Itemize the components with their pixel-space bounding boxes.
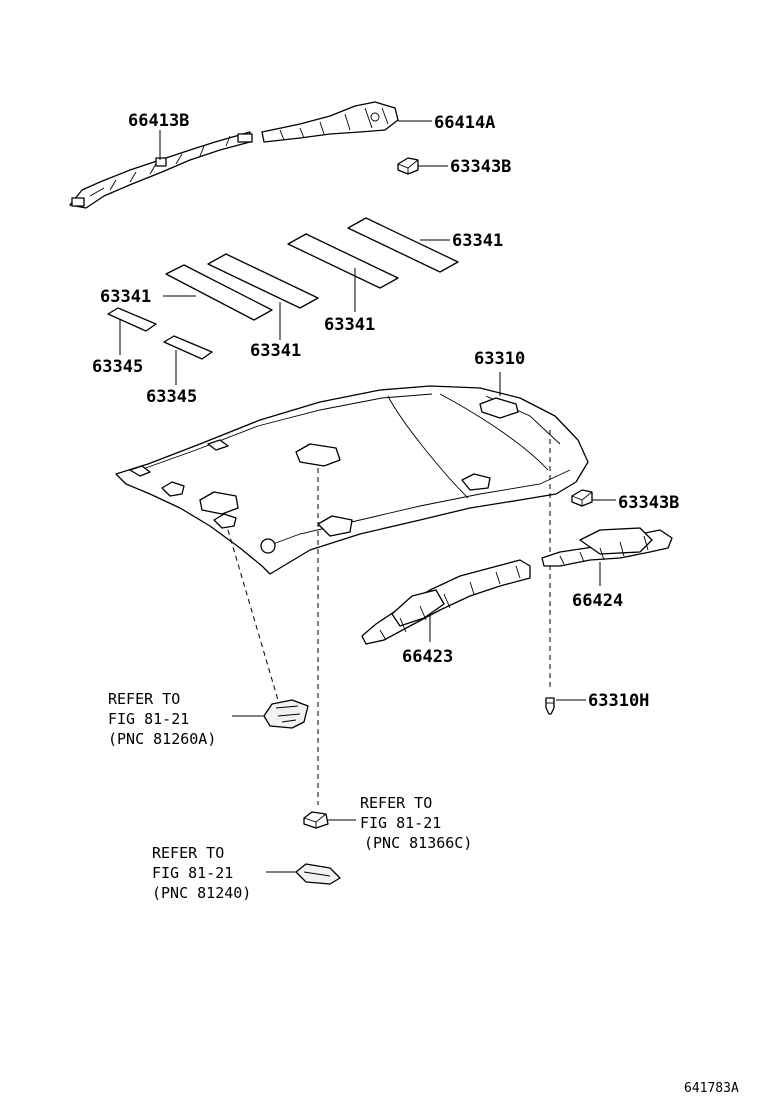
label-66414A: 66414A <box>434 113 495 133</box>
label-63341-a: 63341 <box>452 231 503 251</box>
label-63345-a: 63345 <box>92 357 143 377</box>
refer-line: REFER TO <box>108 690 180 708</box>
refer-line: (PNC 81366C) <box>364 834 472 852</box>
refer-line: REFER TO <box>360 794 432 812</box>
refer-line: FIG 81-21 <box>152 864 233 882</box>
label-63341-c: 63341 <box>324 315 375 335</box>
refer-line: (PNC 81240) <box>152 884 251 902</box>
lamp-81366C <box>303 811 329 829</box>
clip-63343B-top <box>397 157 419 175</box>
label-63310: 63310 <box>474 349 525 369</box>
clip-63343B-right <box>571 489 593 507</box>
refer-line: FIG 81-21 <box>108 710 189 728</box>
room-lamp-81260A <box>263 699 309 729</box>
label-63345-b: 63345 <box>146 387 197 407</box>
pad-63341-2 <box>287 233 399 289</box>
label-63341-b: 63341 <box>100 287 151 307</box>
pad-63341-4 <box>165 264 273 321</box>
refer-note-81260A: REFER TO FIG 81-21 (PNC 81260A) <box>108 690 216 748</box>
map-lamp-81240 <box>295 863 341 885</box>
pad-63341-3 <box>207 253 319 309</box>
refer-line: FIG 81-21 <box>360 814 441 832</box>
headliner-63310 <box>115 385 589 575</box>
screw-63310H <box>545 697 555 715</box>
refer-note-81240: REFER TO FIG 81-21 (PNC 81240) <box>152 844 251 902</box>
pad-63345-2 <box>163 335 213 360</box>
roof-rail-66414A <box>261 101 399 143</box>
label-66423: 66423 <box>402 647 453 667</box>
roof-rail-66424 <box>541 527 673 567</box>
label-63343B-top: 63343B <box>450 157 511 177</box>
roof-rail-66413B <box>69 131 253 209</box>
refer-line: (PNC 81260A) <box>108 730 216 748</box>
figure-id: 641783A <box>684 1081 739 1096</box>
label-63343B-right: 63343B <box>618 493 679 513</box>
pad-63341-1 <box>347 217 459 273</box>
label-63341-d: 63341 <box>250 341 301 361</box>
label-66413B: 66413B <box>128 111 189 131</box>
label-66424: 66424 <box>572 591 623 611</box>
refer-note-81366C: REFER TO FIG 81-21 (PNC 81366C) <box>360 794 472 852</box>
label-63310H: 63310H <box>588 691 649 711</box>
refer-line: REFER TO <box>152 844 224 862</box>
roof-rail-66423 <box>361 559 531 645</box>
pad-63345-1 <box>107 307 157 332</box>
